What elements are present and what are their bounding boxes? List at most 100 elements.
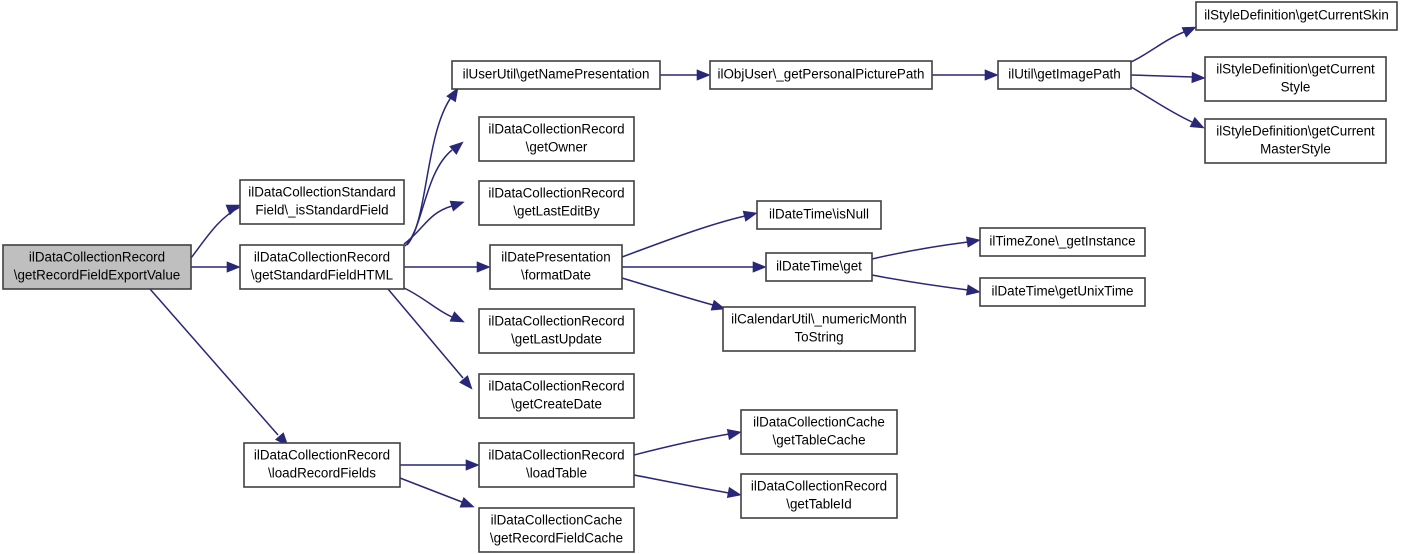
node-label-line: ilObjUser\_getPersonalPicturePath (718, 67, 925, 82)
node-box[interactable] (709, 60, 933, 90)
edge-n10-to-n23 (633, 474, 742, 499)
edge-line (1130, 31, 1185, 63)
node-box[interactable] (765, 252, 873, 282)
node-il-date-time-get[interactable]: ilDateTime\get (765, 252, 873, 282)
node-il-user-util-get-name-presentation[interactable]: ilUserUtil\getNamePresentation (451, 60, 661, 90)
arrowhead-icon (965, 284, 981, 296)
arrowhead-icon (225, 204, 241, 216)
node-box[interactable] (2, 244, 192, 290)
node-il-data-collection-record-get-last-edit-by[interactable]: ilDataCollectionRecord\getLastEditBy (478, 180, 635, 226)
edge-line (190, 206, 241, 259)
arrowhead-icon (752, 261, 767, 273)
node-il-date-presentation-format-date[interactable]: ilDatePresentation\formatDate (489, 244, 623, 290)
node-il-data-collection-cache-get-record-field-cache[interactable]: ilDataCollectionCache\getRecordFieldCach… (478, 507, 635, 553)
node-box[interactable] (478, 373, 635, 419)
node-box[interactable] (478, 116, 635, 162)
edges-layer (149, 26, 1206, 508)
edge-n4-to-n12 (660, 69, 711, 81)
node-box[interactable] (478, 308, 635, 354)
node-il-data-collection-record-get-owner[interactable]: ilDataCollectionRecord\getOwner (478, 116, 635, 162)
node-box[interactable] (756, 200, 882, 230)
arrowhead-icon (965, 236, 981, 248)
node-label-line: ilStyleDefinition\getCurrent (1216, 124, 1375, 139)
node-box[interactable] (1204, 56, 1387, 102)
node-box[interactable] (997, 60, 1132, 90)
node-label-line: \getRecordFieldCache (490, 531, 623, 546)
node-label-line: ilDataCollectionRecord (254, 448, 390, 463)
node-il-obj-user-get-personal-picture-path[interactable]: ilObjUser\_getPersonalPicturePath (709, 60, 933, 90)
node-box[interactable] (451, 60, 661, 90)
edge-n2-to-n8 (403, 287, 465, 323)
edge-line (871, 274, 969, 291)
edge-line (399, 477, 463, 503)
node-box[interactable] (979, 277, 1146, 307)
node-box[interactable] (722, 306, 916, 352)
node-il-data-collection-record-get-last-update[interactable]: ilDataCollectionRecord\getLastUpdate (478, 308, 635, 354)
node-label-line: \getOwner (526, 140, 588, 155)
edge-line (633, 433, 730, 456)
node-box[interactable] (243, 442, 401, 488)
edge-n14-to-n17 (871, 236, 981, 260)
node-label-line: MasterStyle (1260, 142, 1331, 157)
node-il-style-definition-get-current-skin[interactable]: ilStyleDefinition\getCurrentSkin (1195, 1, 1398, 31)
node-il-util-get-image-path[interactable]: ilUtil\getImagePath (997, 60, 1132, 90)
arrowhead-icon (1189, 116, 1205, 129)
node-il-date-time-is-null[interactable]: ilDateTime\isNull (756, 200, 882, 230)
node-label-line: \loadRecordFields (268, 466, 376, 481)
node-label-line: ilUtil\getImagePath (1008, 67, 1120, 82)
node-box[interactable] (740, 409, 898, 455)
node-box[interactable] (1204, 118, 1387, 164)
node-label-line: Field\_isStandardField (255, 203, 388, 218)
node-box[interactable] (489, 244, 623, 290)
node-il-data-collection-record-load-table[interactable]: ilDataCollectionRecord\loadTable (478, 442, 635, 488)
node-box[interactable] (478, 442, 635, 488)
node-il-data-collection-record-load-record-fields[interactable]: ilDataCollectionRecord \loadRecordFields (243, 442, 401, 488)
node-il-data-collection-record-get-table-id[interactable]: ilDataCollectionRecord \getTableId (740, 473, 898, 519)
edge-n3-to-n10 (400, 459, 480, 471)
node-label-line: ilDataCollectionRecord (751, 479, 887, 494)
edge-line (403, 205, 453, 245)
node-label-line: Style (1281, 80, 1311, 95)
arrowhead-icon (1191, 71, 1206, 84)
edge-n12-to-n16 (932, 69, 999, 81)
edge-n14-to-n18 (871, 274, 981, 296)
node-box[interactable] (239, 179, 405, 225)
node-label-line: ilDataCollectionCache (753, 415, 885, 430)
node-il-data-collection-record-get-standard-field-html[interactable]: ilDataCollectionRecord\getStandardFieldH… (239, 244, 405, 290)
edge-n2-to-n9 (387, 288, 473, 390)
node-il-data-collection-record-get-create-date[interactable]: ilDataCollectionRecord\getCreateDate (478, 373, 635, 419)
node-box[interactable] (478, 180, 635, 226)
arrowhead-icon (459, 496, 475, 508)
node-box[interactable] (1195, 1, 1398, 31)
node-label-line: \getTableId (786, 497, 852, 512)
node-il-time-zone-get-instance[interactable]: ilTimeZone\_getInstance (979, 227, 1146, 257)
node-il-date-time-get-unix-time[interactable]: ilDateTime\getUnixTime (979, 277, 1146, 307)
node-label-line: ilTimeZone\_getInstance (989, 234, 1135, 249)
node-il-data-collection-record-get-record-field-export-value[interactable]: ilDataCollectionRecord \getRecordFieldExp… (2, 244, 192, 290)
node-label-line: ilDateTime\get (776, 259, 862, 274)
arrowhead-icon (726, 428, 742, 441)
node-box[interactable] (979, 227, 1146, 257)
node-label-line: \getRecordFieldExportValue (14, 268, 180, 283)
edge-line (1130, 74, 1194, 78)
edge-line (1130, 86, 1193, 123)
node-box[interactable] (239, 244, 405, 290)
node-il-data-collection-cache-get-table-cache[interactable]: ilDataCollectionCache\getTableCache (740, 409, 898, 455)
arrowhead-icon (696, 69, 711, 81)
edge-n7-to-n13 (621, 210, 758, 258)
node-box[interactable] (740, 473, 898, 519)
node-label-line: ilStyleDefinition\getCurrent (1216, 62, 1375, 77)
node-label-line: ilDataCollectionRecord (29, 250, 165, 265)
arrowhead-icon (459, 375, 473, 390)
node-label-line: ilCalendarUtil\_numericMonth (731, 312, 907, 327)
edge-n0-to-n2 (191, 261, 241, 273)
arrowhead-icon (476, 261, 491, 273)
edge-line (404, 149, 453, 247)
node-box[interactable] (478, 507, 635, 553)
node-il-data-collection-standard-field-is-standard-field[interactable]: ilDataCollectionStandardField\_isStandar… (239, 179, 405, 225)
